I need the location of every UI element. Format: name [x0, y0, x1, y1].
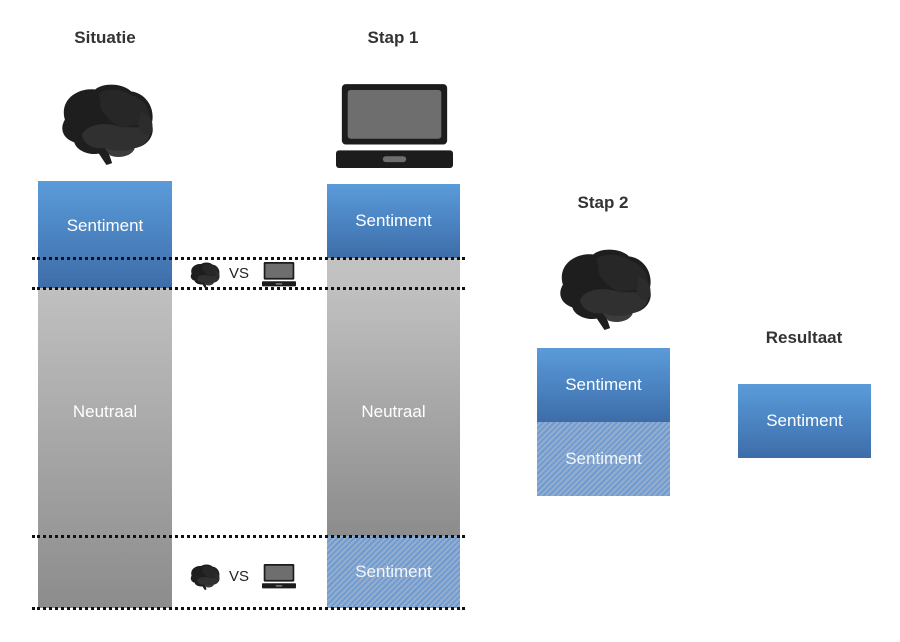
- situatie-neutral-label: Neutraal: [72, 402, 138, 421]
- heading-situatie: Situatie: [74, 28, 136, 47]
- brain-icon: [551, 245, 656, 330]
- brain-icon: [188, 261, 221, 288]
- stap2-sentiment-block: Sentiment: [537, 348, 670, 422]
- heading-stap1: Stap 1: [367, 28, 419, 47]
- heading-resultaat: Resultaat: [765, 328, 843, 347]
- brain-icon: [53, 80, 158, 165]
- stap1-hatched-sentiment-block: Sentiment: [327, 536, 460, 608]
- laptop-icon: [262, 262, 296, 287]
- resultaat-sentiment-label: Sentiment: [766, 411, 843, 430]
- stap2-sentiment-label: Sentiment: [565, 375, 642, 394]
- dotted-divider-line: [32, 257, 465, 260]
- laptop-icon: [336, 84, 453, 170]
- stap1-neutral-label: Neutraal: [361, 402, 426, 421]
- situatie-sentiment-block: Sentiment: [38, 181, 172, 288]
- stap1-sentiment-block: Sentiment: [327, 184, 460, 258]
- vs-label: VS: [229, 568, 250, 585]
- dotted-divider-line: [32, 287, 465, 290]
- laptop-icon: [262, 564, 296, 589]
- dotted-divider-line: [32, 607, 465, 610]
- situatie-sentiment-label: Sentiment: [66, 215, 144, 235]
- brain-icon: [188, 563, 221, 590]
- situatie-neutral-block: Neutraal: [38, 288, 172, 608]
- dotted-divider-line: [32, 535, 465, 538]
- stap2-hatched-sentiment-block: Sentiment: [537, 422, 670, 496]
- heading-stap2: Stap 2: [577, 193, 629, 212]
- stap2-hatched-sentiment-label: Sentiment: [565, 449, 642, 468]
- vs-label: VS: [229, 265, 250, 282]
- stap1-hatched-sentiment-label: Sentiment: [355, 562, 432, 581]
- stap1-neutral-block: Neutraal: [327, 258, 460, 536]
- stap1-sentiment-label: Sentiment: [355, 211, 432, 230]
- resultaat-sentiment-block: Sentiment: [738, 384, 871, 458]
